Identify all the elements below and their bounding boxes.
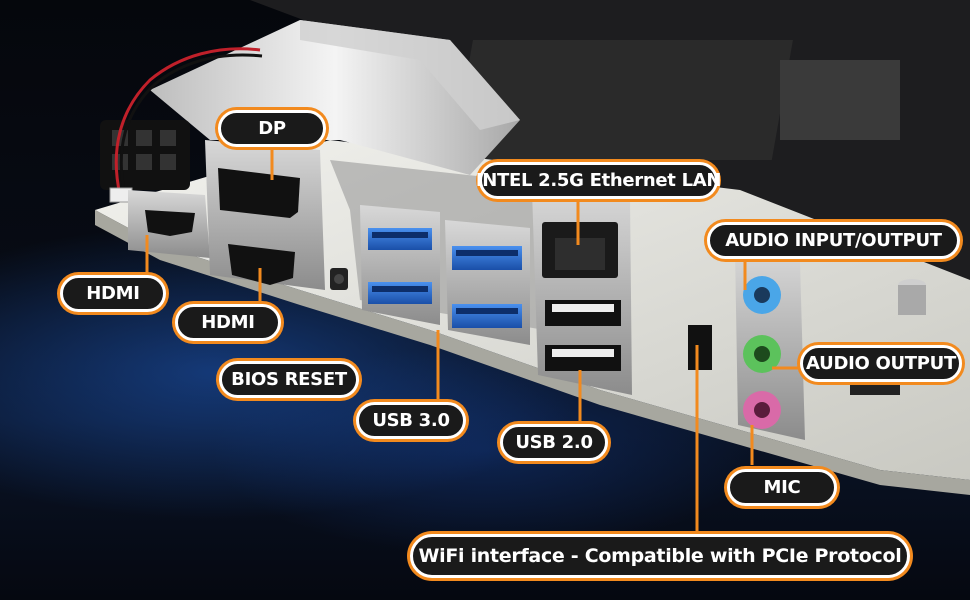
label-hdmi-1: HDMI [60, 275, 166, 312]
label-mic: MIC [727, 469, 837, 506]
usb3-stack-1 [360, 205, 440, 325]
dp-hdmi-block [205, 140, 325, 290]
label-usb3: USB 3.0 [356, 402, 466, 439]
label-usb2: USB 2.0 [500, 424, 608, 461]
bios-reset-button [330, 268, 348, 290]
label-hdmi-2: HDMI [175, 304, 281, 341]
label-bios-reset: BIOS RESET [219, 361, 359, 398]
label-wifi: WiFi interface - Compatible with PCIe Pr… [410, 534, 910, 578]
power-connector [100, 47, 263, 203]
lan-usb2-stack [532, 190, 632, 395]
leader-lines [145, 143, 800, 533]
hdmi-port-1 [128, 190, 210, 258]
label-ethernet: INTEL 2.5G Ethernet LAN [476, 162, 721, 199]
audio-jacks [735, 250, 805, 440]
usb3-stack-2 [445, 220, 530, 345]
label-dp: DP [218, 110, 326, 147]
label-audio-io: AUDIO INPUT/OUTPUT [707, 222, 960, 259]
label-audio-output: AUDIO OUTPUT [800, 345, 962, 382]
wifi-header [688, 325, 712, 370]
